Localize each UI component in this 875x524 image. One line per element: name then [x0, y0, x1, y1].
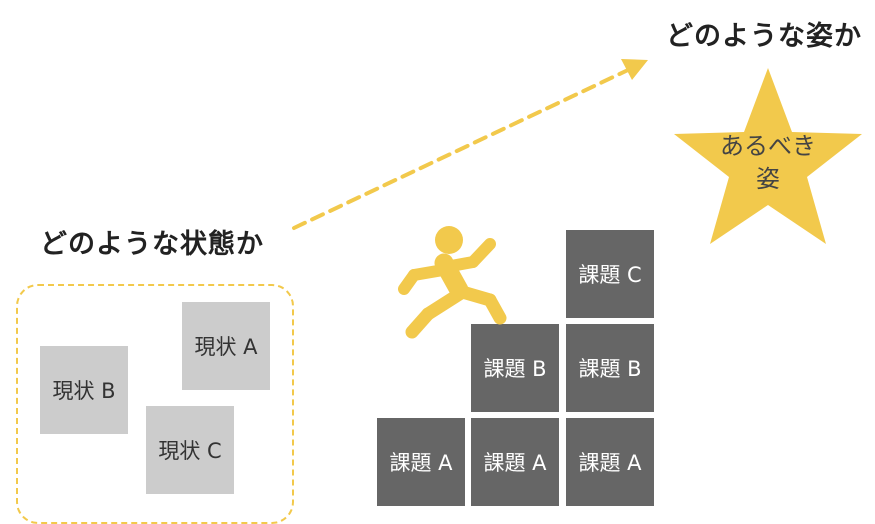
star-icon	[674, 68, 862, 244]
diagram-graphics	[292, 59, 862, 339]
task-block-a-1: 課題 A	[377, 418, 465, 506]
task-block-a-2: 課題 A	[471, 418, 559, 506]
status-card-a: 現状 A	[182, 302, 270, 390]
ideal-state-heading: どのような姿か	[666, 21, 862, 52]
arrow-head-icon	[621, 59, 648, 80]
status-card-c: 現状 C	[146, 406, 234, 494]
dashed-arrow-line	[292, 68, 630, 230]
status-card-b: 現状 B	[40, 346, 128, 434]
current-state-heading: どのような状態か	[40, 229, 264, 260]
task-block-b-1: 課題 B	[471, 324, 559, 412]
star-label: あるべき 姿	[718, 130, 818, 196]
running-person-icon	[398, 226, 507, 339]
star-label-line-2: 姿	[756, 165, 780, 193]
task-block-b-2: 課題 B	[566, 324, 654, 412]
task-block-c: 課題 C	[566, 230, 654, 318]
dashed-arrow	[292, 59, 648, 230]
star-label-line-1: あるべき	[720, 132, 816, 160]
task-block-a-3: 課題 A	[566, 418, 654, 506]
